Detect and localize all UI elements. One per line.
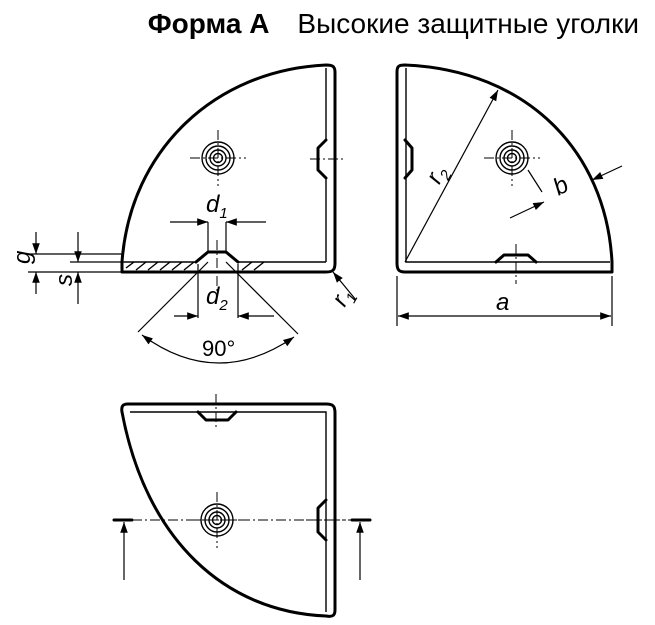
section-cut-marker (112, 518, 372, 580)
side-view-outline (395, 63, 614, 274)
front-view: d1 d2 90° g s (9, 63, 361, 364)
title-description: Высокие защитные уголки (297, 8, 639, 39)
dim-angle-90: 90° (137, 261, 299, 364)
top-view (112, 394, 372, 618)
diagram-title: Форма А Высокие защитные уголки (0, 8, 655, 48)
dim-r1: r1 (326, 271, 361, 313)
label-a: a (496, 289, 509, 316)
top-view-outline (120, 402, 337, 618)
label-b: b (549, 171, 573, 201)
side-view-rivet-hole (484, 130, 540, 186)
dim-d1: d1 (170, 191, 266, 252)
label-angle: 90° (202, 336, 235, 361)
label-d1: d1 (206, 191, 228, 222)
side-view-bottom-emboss (494, 253, 538, 264)
dim-g-s: g s (9, 232, 124, 304)
label-s: s (51, 274, 78, 286)
label-r1: r1 (326, 283, 361, 313)
side-view: r2 b a (395, 63, 623, 326)
label-g: g (9, 250, 36, 264)
title-form-a: Форма А (147, 8, 270, 39)
label-d2: d2 (206, 283, 228, 314)
front-view-outline (120, 63, 337, 274)
side-view-left-emboss (403, 138, 414, 180)
front-view-section-hatch (125, 261, 265, 271)
top-view-inner-edge (130, 411, 327, 612)
label-r2: r2 (421, 160, 456, 190)
front-view-countersink (194, 250, 240, 264)
front-view-rivet-hole (190, 130, 246, 186)
dim-a: a (396, 276, 613, 326)
dim-r2: r2 (404, 89, 499, 263)
dim-b: b (509, 165, 623, 219)
dim-d2: d2 (174, 264, 274, 320)
side-view-inner-edge (405, 68, 610, 263)
top-view-top-emboss (196, 410, 238, 422)
